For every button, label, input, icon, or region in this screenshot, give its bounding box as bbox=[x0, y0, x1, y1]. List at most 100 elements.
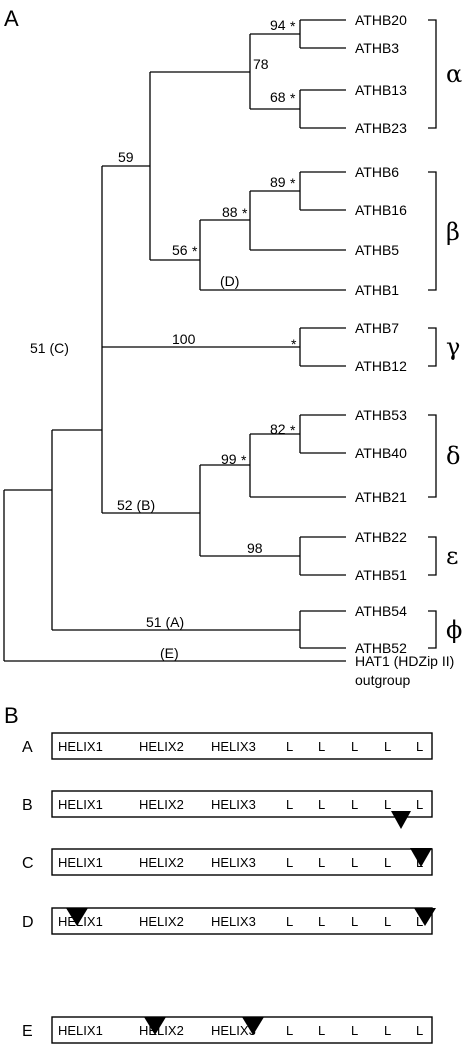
support-52-b: 52 (B) bbox=[117, 497, 155, 513]
domain-row-c: C HELIX1 HELIX2 HELIX3 L L L L L bbox=[22, 848, 433, 876]
segment-helix3: HELIX3 bbox=[211, 739, 256, 754]
star-89: * bbox=[290, 175, 296, 191]
branch-athb6-athb16 bbox=[299, 171, 346, 211]
star-56: * bbox=[192, 243, 198, 259]
segment-l: L bbox=[351, 739, 358, 754]
domain-box-c bbox=[51, 848, 433, 876]
segment-helix3: HELIX3 bbox=[211, 855, 256, 870]
segment-helix3: HELIX3 bbox=[211, 797, 256, 812]
row-label-c: C bbox=[22, 855, 34, 872]
clade-brackets: α β γ δ ε ϕ bbox=[428, 19, 462, 649]
support-100: 100 bbox=[172, 331, 196, 347]
leaf-athb23: ATHB23 bbox=[355, 120, 407, 136]
leaf-outgroup-note: outgroup bbox=[355, 672, 410, 688]
domain-row-b: B HELIX1 HELIX2 HELIX3 L L L L L bbox=[22, 790, 433, 829]
leaf-athb51: ATHB51 bbox=[355, 567, 407, 583]
support-59: 59 bbox=[118, 149, 134, 165]
segment-l: L bbox=[318, 855, 325, 870]
branch-athb54-athb52 bbox=[299, 610, 346, 649]
branch-a-node bbox=[51, 430, 300, 631]
segment-helix1: HELIX1 bbox=[58, 739, 103, 754]
segment-l: L bbox=[416, 1023, 423, 1038]
segment-helix2: HELIX2 bbox=[139, 855, 184, 870]
row-label-b: B bbox=[22, 797, 33, 814]
clade-alpha: α bbox=[446, 60, 462, 88]
segment-helix2: HELIX2 bbox=[139, 797, 184, 812]
support-78: 78 bbox=[253, 56, 269, 72]
segment-helix1: HELIX1 bbox=[58, 855, 103, 870]
clade-epsilon: ε bbox=[446, 542, 458, 570]
domain-row-e: E HELIX1 HELIX2 HELIX3 L L L L L bbox=[22, 1016, 433, 1044]
leaf-athb16: ATHB16 bbox=[355, 202, 407, 218]
panel-b-label: B bbox=[4, 703, 19, 728]
row-label-e: E bbox=[22, 1023, 33, 1040]
segment-l: L bbox=[384, 1023, 391, 1038]
insertion-marker bbox=[410, 848, 432, 867]
support-99: 99 bbox=[221, 451, 237, 467]
leaf-athb12: ATHB12 bbox=[355, 358, 407, 374]
leaf-hat1-outgroup: HAT1 (HDZip II) bbox=[355, 653, 454, 669]
segment-l: L bbox=[384, 914, 391, 929]
star-88: * bbox=[242, 205, 248, 221]
support-51-c: 51 (C) bbox=[30, 340, 69, 356]
support-98: 98 bbox=[247, 540, 263, 556]
support-82: 82 bbox=[270, 421, 286, 437]
segment-helix2: HELIX2 bbox=[139, 739, 184, 754]
bracket-delta bbox=[428, 414, 437, 498]
domain-box-b bbox=[51, 790, 433, 818]
branch-athb22-athb51 bbox=[299, 536, 346, 576]
insertion-marker bbox=[66, 908, 88, 926]
insertion-marker bbox=[242, 1017, 264, 1035]
clade-phi: ϕ bbox=[446, 616, 462, 644]
segment-l: L bbox=[351, 855, 358, 870]
segment-l: L bbox=[384, 797, 391, 812]
domain-row-a: A HELIX1 HELIX2 HELIX3 L L L L L bbox=[22, 732, 433, 760]
branch-99-node bbox=[249, 433, 346, 498]
segment-l: L bbox=[318, 797, 325, 812]
branch-b-subnode bbox=[199, 464, 300, 557]
support-51-a: 51 (A) bbox=[146, 614, 184, 630]
bracket-gamma bbox=[428, 327, 437, 367]
domain-row-d: D HELIX1 HELIX2 HELIX3 L L L L L bbox=[22, 907, 436, 935]
star-82: * bbox=[290, 422, 296, 438]
domain-box-a bbox=[51, 732, 433, 760]
insertion-marker bbox=[144, 1017, 166, 1035]
branch-athb53-athb40 bbox=[299, 414, 346, 454]
panel-a-label: A bbox=[4, 6, 19, 31]
leaf-athb7: ATHB7 bbox=[355, 320, 399, 336]
leaf-athb20: ATHB20 bbox=[355, 12, 407, 28]
segment-l: L bbox=[286, 739, 293, 754]
branch-athb7-athb12 bbox=[299, 327, 346, 367]
support-94: 94 bbox=[270, 17, 286, 33]
segment-l: L bbox=[384, 739, 391, 754]
segment-helix3: HELIX3 bbox=[211, 1023, 256, 1038]
star-99: * bbox=[241, 452, 247, 468]
leaf-labels: ATHB20 ATHB3 ATHB13 ATHB23 ATHB6 ATHB16 … bbox=[355, 12, 454, 688]
segment-helix1: HELIX1 bbox=[58, 797, 103, 812]
support-d: (D) bbox=[220, 273, 239, 289]
branch-56-node bbox=[199, 219, 346, 291]
segment-l: L bbox=[416, 914, 423, 929]
segment-helix1: HELIX1 bbox=[58, 914, 103, 929]
segment-l: L bbox=[351, 914, 358, 929]
bracket-epsilon bbox=[428, 536, 437, 576]
support-values: 78 94 * 68 * 59 89 * 88 * 56 * (D) 51 (C… bbox=[30, 17, 297, 661]
support-89: 89 bbox=[270, 174, 286, 190]
row-label-d: D bbox=[22, 914, 34, 931]
segment-l: L bbox=[416, 797, 423, 812]
segment-helix2: HELIX2 bbox=[139, 914, 184, 929]
bracket-alpha bbox=[428, 19, 437, 129]
segment-l: L bbox=[286, 914, 293, 929]
branch-root bbox=[3, 489, 346, 662]
segment-helix1: HELIX1 bbox=[58, 1023, 103, 1038]
star-gamma: * bbox=[291, 336, 297, 352]
leaf-athb54: ATHB54 bbox=[355, 603, 407, 619]
leaf-athb1: ATHB1 bbox=[355, 282, 399, 298]
leaf-athb52: ATHB52 bbox=[355, 640, 407, 656]
segment-l: L bbox=[416, 739, 423, 754]
segment-helix3: HELIX3 bbox=[211, 914, 256, 929]
segment-l: L bbox=[351, 1023, 358, 1038]
leaf-athb40: ATHB40 bbox=[355, 445, 407, 461]
branch-b-node bbox=[101, 347, 200, 514]
